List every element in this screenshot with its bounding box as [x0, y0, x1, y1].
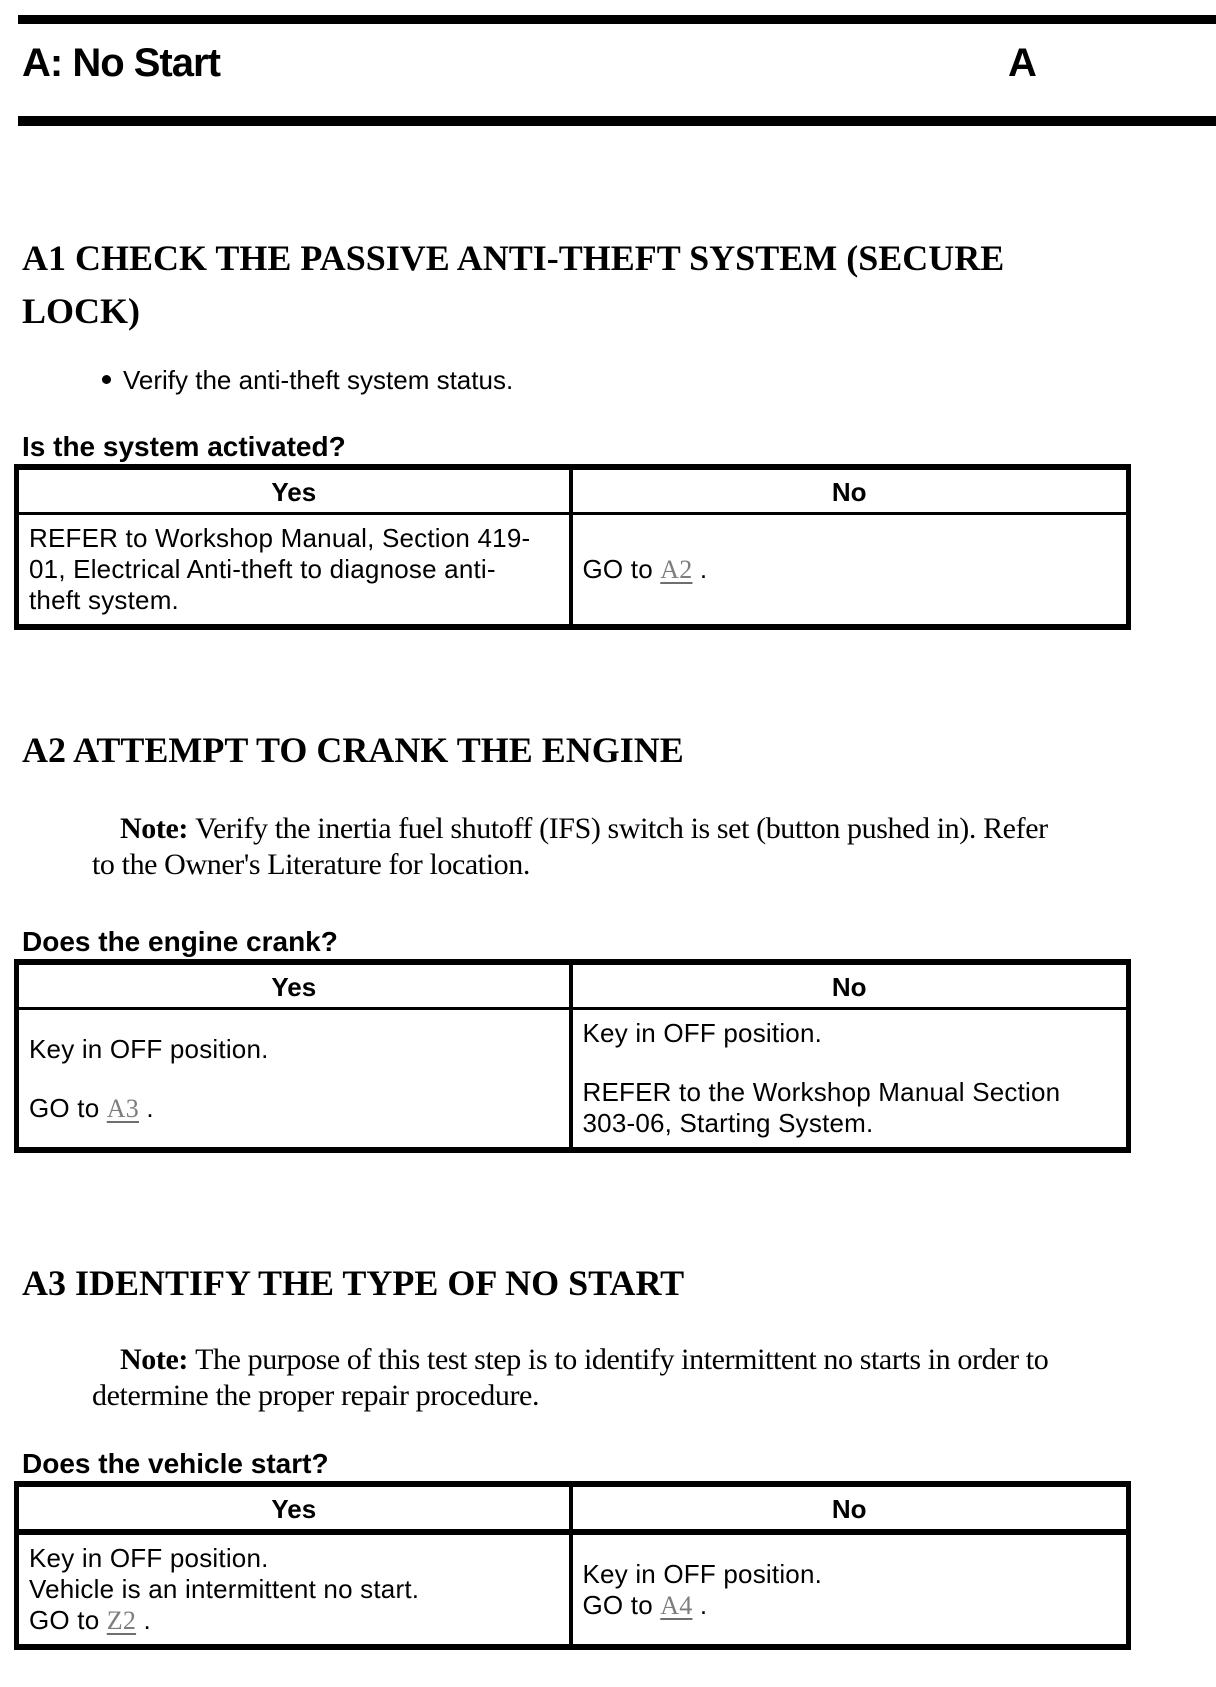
- cell-line: Vehicle is an intermittent no start.: [29, 1574, 420, 1604]
- cell-yes: Key in OFF position. GO to A3 .: [19, 1010, 573, 1147]
- cell-line: GO to A4 .: [582, 1589, 708, 1620]
- decision-table-body: REFER to Workshop Manual, Section 419-01…: [19, 515, 1126, 624]
- step-heading-a1: A1 CHECK THE PASSIVE ANTI-THEFT SYSTEM (…: [22, 238, 1005, 331]
- question-label: Is the system activated?: [22, 431, 346, 462]
- cell-line: Key in OFF position.: [29, 1033, 269, 1064]
- bullet-icon: [102, 375, 111, 384]
- cell-line: 01, Electrical Anti-theft to diagnose an…: [29, 554, 496, 584]
- note-label: Note:: [120, 812, 196, 845]
- cell-line: 303-06, Starting System.: [582, 1108, 874, 1138]
- note-paragraph: Note: Verify the inertia fuel shutoff (I…: [92, 811, 1216, 883]
- note-line: determine the proper repair procedure.: [92, 1379, 540, 1412]
- step-heading-a2: A2 ATTEMPT TO CRANK THE ENGINE: [22, 730, 684, 770]
- link-a3[interactable]: A3: [106, 1093, 139, 1123]
- column-header-no: No: [831, 477, 867, 507]
- bullet-item: Verify the anti-theft system status.: [102, 365, 1216, 395]
- step-heading-a3: A3 IDENTIFY THE TYPE OF NO START: [22, 1263, 685, 1303]
- cell-line: Key in OFF position.: [29, 1543, 269, 1573]
- decision-table-body: Key in OFF position.GO to A3 .Key in OFF…: [19, 1010, 1126, 1147]
- column-header-no: No: [831, 972, 867, 1002]
- cell-line: Key in OFF position.: [582, 1558, 823, 1589]
- test-step-a3: A3 IDENTIFY THE TYPE OF NO START Note: Th…: [14, 1257, 1216, 1650]
- column-header-yes: Yes: [19, 965, 573, 1007]
- bottom-rule: [18, 116, 1216, 126]
- note-line: Note: Verify the inertia fuel shutoff (I…: [120, 812, 1048, 845]
- bullet-text: Verify the anti-theft system status.: [123, 365, 514, 395]
- cell-line: Key in OFF position.: [582, 1018, 823, 1048]
- cell-blank-line: [583, 1049, 1117, 1077]
- link-a4[interactable]: A4: [660, 1590, 693, 1620]
- note-line: Note: The purpose of this test step is t…: [120, 1343, 1049, 1376]
- question-label: Does the vehicle start?: [22, 1448, 329, 1479]
- test-step-a1: A1 CHECK THE PASSIVE ANTI-THEFT SYSTEM (…: [14, 232, 1216, 630]
- cell-no: GO to A2 .: [573, 515, 1127, 624]
- page-section-letter: A: [1008, 41, 1037, 85]
- cell-line: GO to A2 .: [582, 554, 708, 584]
- top-rule: [18, 15, 1216, 24]
- column-header-yes: Yes: [19, 470, 573, 512]
- cell-yes: REFER to Workshop Manual, Section 419-01…: [19, 515, 573, 624]
- note-paragraph: Note: The purpose of this test step is t…: [92, 1342, 1216, 1414]
- column-header-no: No: [831, 1494, 867, 1524]
- page-header: A: No Start A: [22, 43, 1216, 83]
- cell-line: GO to Z2 .: [29, 1605, 151, 1635]
- decision-table-header: Yes No: [19, 470, 1126, 515]
- note-line: to the Owner's Literature for location.: [92, 848, 530, 881]
- test-step-a2: A2 ATTEMPT TO CRANK THE ENGINE Note: Veri…: [14, 724, 1216, 1153]
- page-title: A: No Start: [22, 41, 221, 85]
- decision-table-header: Yes No: [19, 965, 1126, 1010]
- note-label: Note:: [120, 1343, 196, 1376]
- cell-yes: Key in OFF position.Vehicle is an interm…: [19, 1535, 573, 1644]
- cell-blank-line: [29, 1065, 559, 1093]
- decision-table-header: Yes No: [19, 1487, 1126, 1535]
- cell-line: REFER to the Workshop Manual Section: [582, 1077, 1061, 1107]
- column-header-yes: Yes: [19, 1487, 573, 1529]
- question-label: Does the engine crank?: [22, 926, 338, 957]
- cell-line: GO to A3 .: [29, 1092, 154, 1123]
- test-steps: A1 CHECK THE PASSIVE ANTI-THEFT SYSTEM (…: [0, 232, 1216, 1650]
- cell-no: Key in OFF position. REFER to the Worksho…: [573, 1010, 1127, 1147]
- cell-line: theft system.: [29, 585, 179, 615]
- decision-table-body: Key in OFF position.Vehicle is an interm…: [19, 1535, 1126, 1644]
- cell-line: REFER to Workshop Manual, Section 419-: [29, 523, 531, 553]
- cell-no: Key in OFF position.GO to A4 .: [573, 1535, 1127, 1644]
- link-a2[interactable]: A2: [660, 555, 693, 584]
- link-z2[interactable]: Z2: [106, 1606, 137, 1635]
